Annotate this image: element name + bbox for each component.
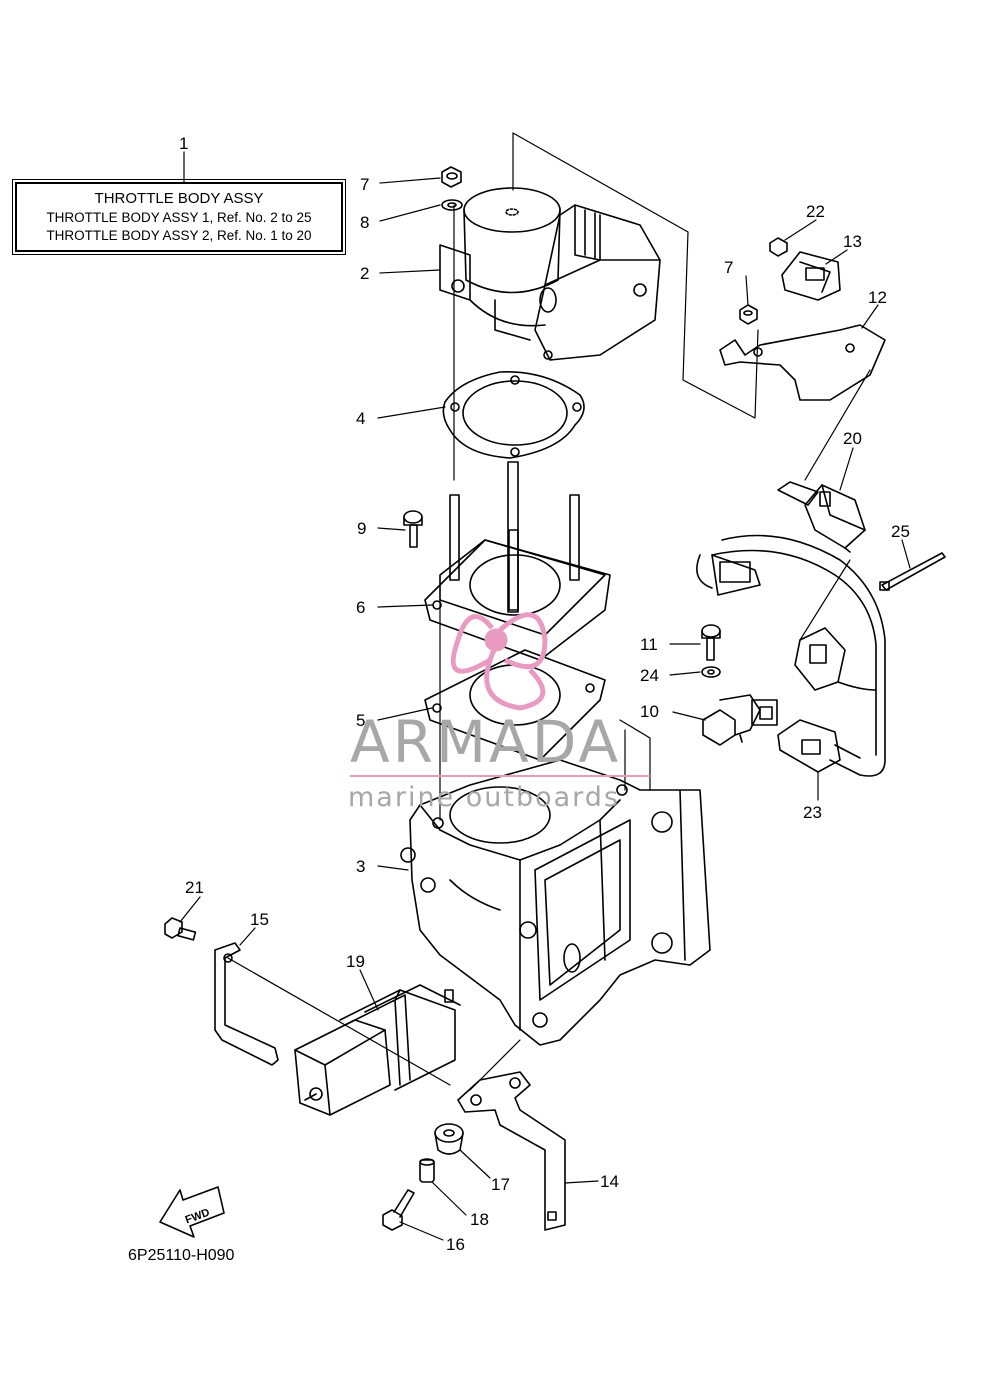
bolt-part-21 [164, 917, 197, 941]
washer-part-24 [701, 666, 721, 678]
callout-17: 17 [491, 1175, 510, 1194]
drawing-code: 6P25110-H090 [128, 1247, 235, 1264]
callout-24: 24 [640, 666, 659, 685]
adapter-part-6 [424, 539, 611, 661]
gasket-part-4 [442, 371, 585, 459]
callout-21: 21 [185, 878, 204, 897]
bolt-part-9 [403, 510, 423, 548]
sensor-part-10 [702, 694, 778, 746]
bracket-part-15 [214, 942, 279, 1066]
callout-3: 3 [356, 857, 365, 876]
callout-12: 12 [868, 288, 887, 307]
watermark-rule [350, 775, 650, 777]
cable-tie-part-25 [879, 552, 946, 591]
bolt-part-11 [701, 624, 721, 661]
bracket-part-12 [719, 324, 886, 401]
watermark-logo-icon [450, 612, 548, 711]
intake-manifold-part-3 [400, 759, 711, 1046]
nut-part-22 [769, 237, 788, 257]
alignment-lines [227, 132, 871, 1091]
canister-part-19 [294, 984, 461, 1116]
connector-part-20 [777, 481, 866, 553]
callout-9: 9 [357, 519, 366, 538]
callout-16: 16 [446, 1235, 465, 1254]
bolt-part-16 [382, 1189, 415, 1231]
grommet-part-17 [434, 1123, 464, 1155]
washer-part-8 [441, 199, 463, 211]
callout-23: 23 [803, 803, 822, 822]
nut-part-7-top [441, 166, 462, 188]
throttle-body-part-2 [439, 187, 661, 361]
bracket-part-14 [457, 1071, 566, 1231]
callout-15: 15 [250, 910, 269, 929]
title-box: THROTTLE BODY ASSY THROTTLE BODY ASSY 1,… [12, 179, 346, 255]
callout-2: 2 [360, 264, 369, 283]
callout-6: 6 [356, 598, 365, 617]
watermark-tagline: marine outboards [348, 782, 621, 813]
callout-18: 18 [470, 1210, 489, 1229]
leader-lines [179, 151, 911, 1241]
callout-7-top: 7 [360, 175, 369, 194]
callout-10: 10 [640, 702, 659, 721]
wiring-harness [696, 534, 886, 777]
fwd-arrow-icon [159, 1186, 225, 1238]
callout-19: 19 [346, 952, 365, 971]
sensor-part-13 [781, 251, 841, 301]
collar-part-18 [419, 1158, 435, 1183]
title-heading: THROTTLE BODY ASSY [94, 190, 264, 207]
nut-part-7-right [739, 304, 758, 325]
watermark-brand: ARMADA [350, 708, 622, 776]
callout-5: 5 [356, 711, 365, 730]
callout-7-right: 7 [724, 258, 733, 277]
callout-13: 13 [843, 232, 862, 251]
title-line-2: THROTTLE BODY ASSY 2, Ref. No. 1 to 20 [46, 228, 312, 243]
callout-8: 8 [360, 213, 369, 232]
connector-part-23 [777, 719, 861, 773]
callout-14: 14 [600, 1172, 619, 1191]
title-line-1: THROTTLE BODY ASSY 1, Ref. No. 2 to 25 [46, 210, 312, 225]
callout-4: 4 [356, 409, 365, 428]
callout-1: 1 [179, 134, 188, 153]
callout-25: 25 [891, 522, 910, 541]
stud-bolts [449, 461, 580, 613]
callout-20: 20 [843, 429, 862, 448]
callout-11: 11 [640, 635, 658, 654]
callout-22: 22 [806, 202, 825, 221]
